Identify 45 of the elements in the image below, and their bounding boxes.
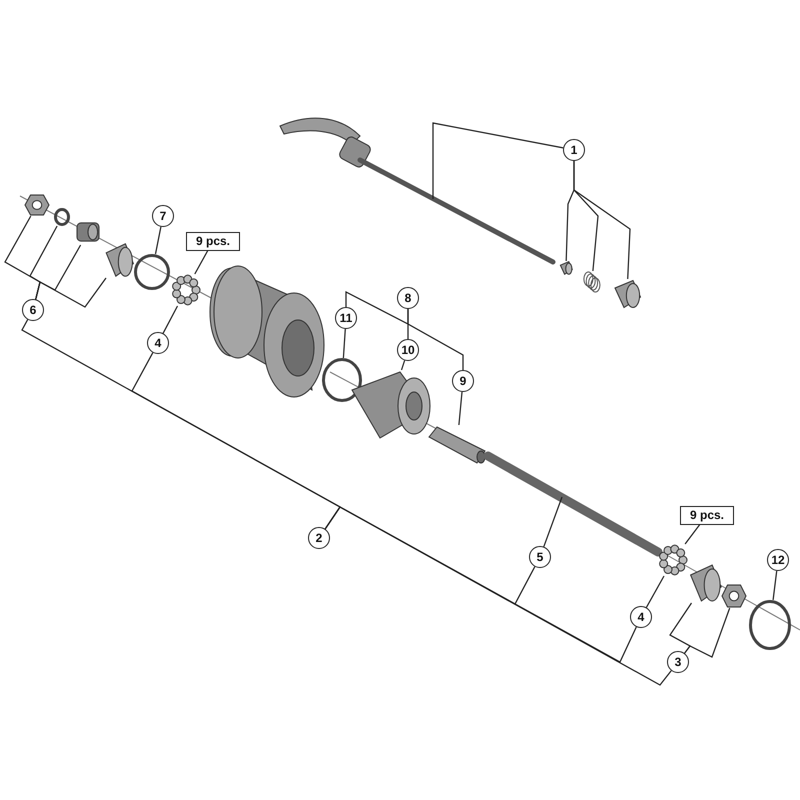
leader-line — [543, 496, 563, 547]
end-nut-drawing — [612, 279, 642, 309]
leader-line — [35, 278, 106, 308]
leader-line — [162, 306, 178, 334]
leader-line — [772, 570, 778, 600]
spring-drawing — [583, 271, 601, 291]
leader-line — [684, 608, 730, 658]
o-ring-drawing — [322, 358, 362, 402]
leader-line — [573, 161, 631, 280]
spacer-tube-drawing — [427, 425, 487, 465]
callout-number: 5 — [529, 546, 551, 568]
callout-number: 7 — [152, 205, 174, 227]
leader-line — [154, 226, 162, 254]
callout-number: 11 — [335, 307, 357, 329]
leader-line — [324, 506, 672, 686]
callout-number: 6 — [22, 299, 44, 321]
lock-nut-drawing — [721, 584, 747, 608]
snap-ring-drawing — [749, 600, 791, 650]
washer-drawing — [54, 208, 70, 226]
leader-line — [194, 250, 208, 274]
leader-line — [458, 392, 463, 426]
quantity-note: 9 pcs. — [186, 232, 240, 250]
callout-number: 3 — [667, 651, 689, 673]
leader-line — [432, 122, 564, 199]
leader-line — [400, 360, 406, 370]
callout-number: 8 — [397, 287, 419, 309]
dust-cap-drawing — [103, 242, 135, 278]
callout-number: 1 — [563, 139, 585, 161]
leader-line — [646, 576, 665, 608]
quantity-note: 9 pcs. — [680, 506, 734, 524]
ball-bearings-drawing — [171, 274, 201, 306]
ball-bearings-drawing — [658, 544, 688, 576]
leader-line — [407, 309, 464, 370]
seal-ring-drawing — [134, 254, 170, 290]
callout-number: 9 — [452, 370, 474, 392]
cone-drawing — [559, 261, 573, 275]
callout-number: 4 — [147, 332, 169, 354]
callout-number: 2 — [308, 527, 330, 549]
leader-line — [684, 524, 700, 544]
leader-line — [342, 328, 346, 358]
callout-number: 4 — [630, 606, 652, 628]
leader-line — [345, 291, 409, 325]
callout-number: 10 — [397, 339, 419, 361]
callout-number: 12 — [767, 549, 789, 571]
lock-nut-drawing — [24, 194, 50, 216]
